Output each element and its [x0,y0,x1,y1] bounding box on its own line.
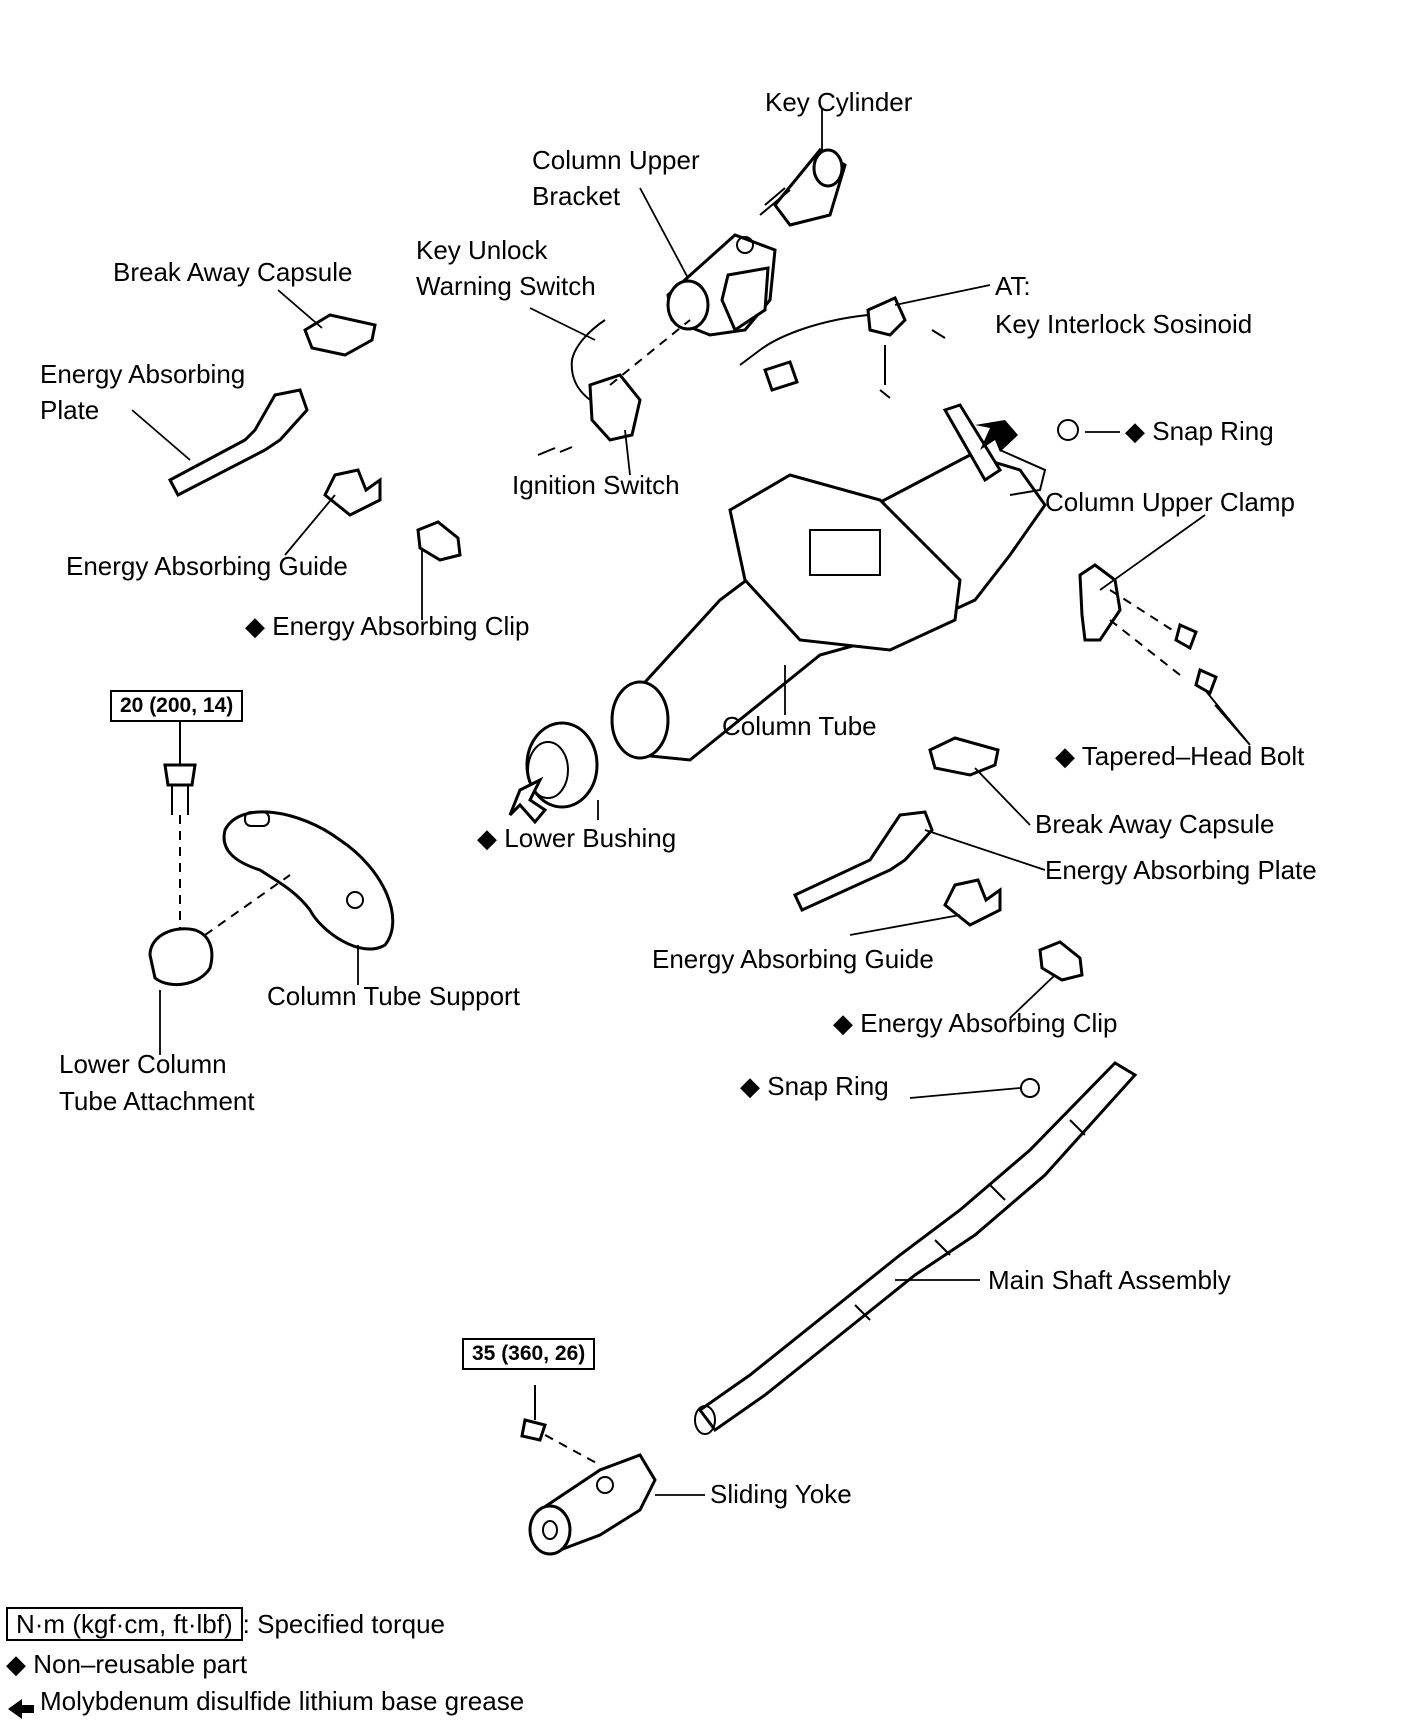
label-lower-bushing: ◆ Lower Bushing [477,823,677,853]
energy-absorbing-clip-right-part [1038,940,1084,982]
label-energy-absorbing-clip-right: ◆ Energy Absorbing Clip [833,1008,1118,1038]
column-tube-support-part [204,810,395,951]
torque-support-bolt: 20 (200, 14) [110,690,244,722]
column-upper-clamp-part [1078,563,1218,696]
label-energy-absorbing-plate-top-2: Plate [40,395,100,425]
snap-ring-top-part [1057,419,1079,441]
label-snap-ring-top: ◆ Snap Ring [1125,416,1274,446]
label-energy-absorbing-plate-right: Energy Absorbing Plate [1045,855,1317,885]
support-bolt-part [163,720,197,935]
column-tube-part [610,403,1047,762]
sliding-yoke-part [528,1453,657,1556]
diamond-icon: ◆ [740,1071,760,1101]
label-lower-column-tube-attachment: Lower Column [59,1049,227,1079]
label-sliding-yoke: Sliding Yoke [710,1479,852,1509]
energy-absorbing-plate-right-part [793,810,934,912]
leader-lines [131,108,1251,1496]
label-column-upper-bracket-2: Bracket [532,181,621,211]
label-key-unlock-warning-switch-2: Warning Switch [416,271,596,301]
diamond-icon: ◆ [6,1649,26,1679]
snap-ring-bottom-part [1020,1078,1040,1098]
label-tapered-head-bolt: ◆ Tapered–Head Bolt [1055,741,1305,771]
diamond-icon: ◆ [1055,741,1075,771]
lower-bushing-part [508,721,599,825]
energy-absorbing-plate-top-part [167,388,309,498]
yoke-bolt-part [520,1385,601,1466]
label-energy-absorbing-clip-top: ◆ Energy Absorbing Clip [245,611,530,641]
energy-absorbing-guide-top-part [323,468,382,517]
lower-column-tube-attachment-part [148,927,214,987]
legend-torque: N·m (kgf·cm, ft·lbf): Specified torque [6,1606,445,1642]
legend-non-reusable: ◆ Non–reusable part [6,1649,248,1679]
legend-grease: Molybdenum disulfide lithium base grease [40,1686,525,1716]
main-shaft-part [694,1061,1138,1435]
key-interlock-part [739,296,946,399]
key-cylinder-part [759,148,847,227]
label-column-tube-support: Column Tube Support [267,981,520,1011]
label-lower-column-tube-attachment-2: Tube Attachment [59,1086,255,1116]
label-energy-absorbing-plate-top: Energy Absorbing [40,359,246,389]
energy-absorbing-guide-right-part [943,878,1002,927]
label-energy-absorbing-guide-top: Energy Absorbing Guide [66,551,348,581]
label-break-away-capsule-top: Break Away Capsule [113,257,353,287]
label-key-interlock: Key Interlock Sosinoid [995,309,1253,339]
legend-grease-arrow [8,1699,34,1719]
label-break-away-capsule-right: Break Away Capsule [1035,809,1275,839]
diamond-icon: ◆ [245,611,265,641]
label-column-tube: Column Tube [722,711,877,741]
label-key-unlock-warning-switch: Key Unlock [416,235,548,265]
label-at: AT: [995,271,1031,301]
column-upper-bracket-part [666,233,777,337]
break-away-capsule-top-part [303,313,377,357]
label-column-upper-bracket: Column Upper [532,145,700,175]
energy-absorbing-clip-top-part [416,520,462,562]
grease-arrow-top [975,420,1018,452]
label-ignition-switch: Ignition Switch [512,470,680,500]
torque-yoke-bolt: 35 (360, 26) [462,1338,596,1370]
diamond-icon: ◆ [833,1008,853,1038]
diamond-icon: ◆ [1125,416,1145,446]
label-key-cylinder: Key Cylinder [765,87,913,117]
ignition-switch-part [537,319,691,456]
diamond-icon: ◆ [477,823,497,853]
label-snap-ring-bottom: ◆ Snap Ring [740,1071,889,1101]
break-away-capsule-right-part [928,736,1000,777]
legend-torque-box: N·m (kgf·cm, ft·lbf) [6,1607,243,1641]
label-energy-absorbing-guide-right: Energy Absorbing Guide [652,944,934,974]
label-column-upper-clamp: Column Upper Clamp [1045,487,1295,517]
label-main-shaft-assembly: Main Shaft Assembly [988,1265,1231,1295]
